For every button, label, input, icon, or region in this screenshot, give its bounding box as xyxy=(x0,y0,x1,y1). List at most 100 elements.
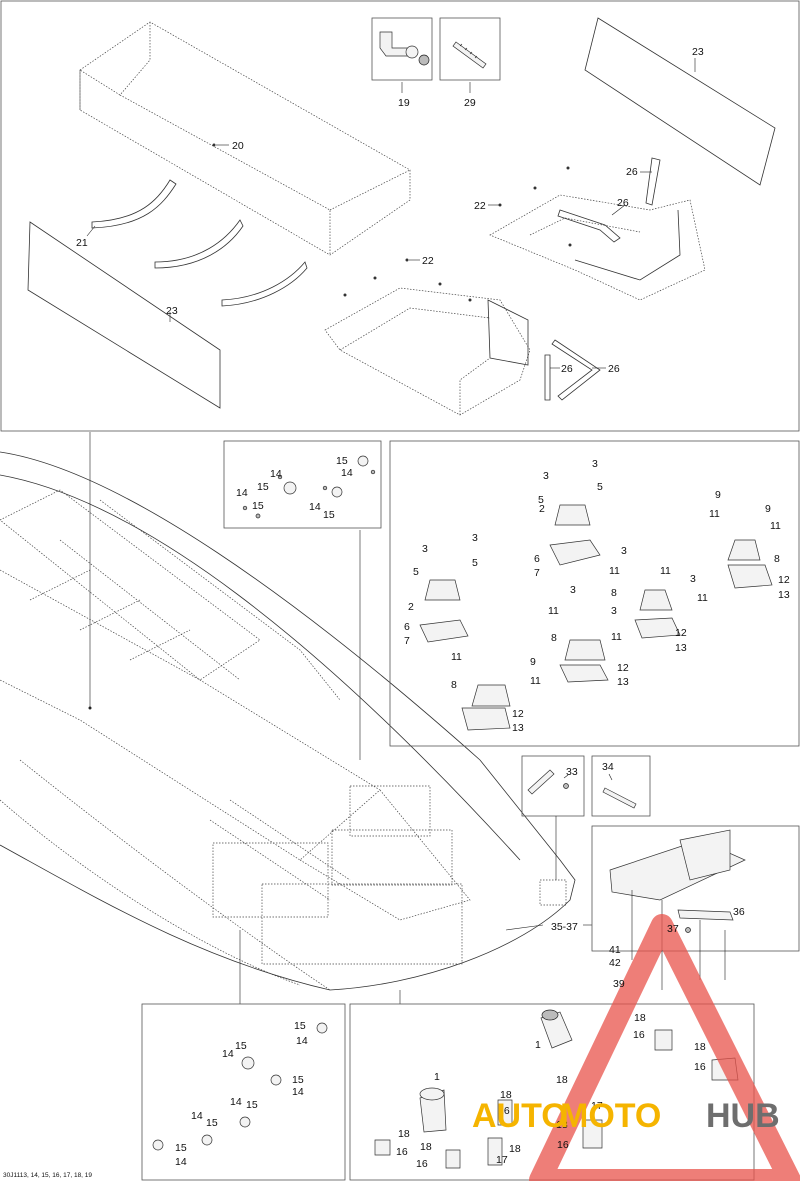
callout-18: 18 xyxy=(556,1119,568,1131)
callout-14: 14 xyxy=(270,468,282,480)
callout-11: 11 xyxy=(609,565,620,577)
strip-21a xyxy=(91,179,177,229)
elbow-fitting-icon xyxy=(379,31,430,66)
callout-15: 15 xyxy=(235,1040,247,1052)
inset-box-clamps-top xyxy=(223,440,382,529)
callout-18: 18 xyxy=(634,1012,646,1024)
tank-assembly-drawing xyxy=(79,21,411,256)
callout-42: 42 xyxy=(609,957,621,969)
callout-11: 11 xyxy=(770,520,781,532)
fastener-markers xyxy=(212,143,572,302)
callout-21: 21 xyxy=(76,237,88,249)
inset-box-bracket xyxy=(591,825,800,952)
hull-inset-d xyxy=(261,883,463,965)
callout-23: 23 xyxy=(692,46,704,58)
callout-3: 3 xyxy=(422,543,428,555)
callout-12: 12 xyxy=(512,708,524,720)
foam-sheet-23-right xyxy=(584,17,776,186)
callout-34: 34 xyxy=(602,761,614,773)
callout-14: 14 xyxy=(191,1110,203,1122)
callout-18: 18 xyxy=(509,1143,521,1155)
callout-6: 6 xyxy=(534,553,540,565)
callout-15: 15 xyxy=(246,1099,258,1111)
callout-5: 5 xyxy=(472,557,478,569)
callout-26: 26 xyxy=(561,363,573,375)
hull-inset-b xyxy=(331,829,453,886)
callout-1: 1 xyxy=(434,1071,440,1083)
inset-box-engine-mounts xyxy=(389,440,800,747)
callout-11: 11 xyxy=(709,508,720,520)
inset-box-29 xyxy=(439,17,501,81)
callout-3: 3 xyxy=(592,458,598,470)
compartment-lower xyxy=(324,287,531,416)
compartment-upper xyxy=(489,194,706,301)
callout-11: 11 xyxy=(611,631,622,643)
callout-15: 15 xyxy=(252,500,264,512)
callout-37: 37 xyxy=(667,923,679,935)
bracket-33-icon xyxy=(527,769,569,795)
callout-15: 15 xyxy=(323,509,335,521)
callout-17: 17 xyxy=(496,1154,508,1166)
callout-3: 3 xyxy=(611,605,617,617)
callout-8: 8 xyxy=(774,553,780,565)
rod-34-icon xyxy=(602,787,637,809)
callout-23: 23 xyxy=(166,305,178,317)
strip-21c xyxy=(221,261,308,307)
callout-13: 13 xyxy=(778,589,790,601)
callout-3: 3 xyxy=(621,545,627,557)
callout-14: 14 xyxy=(296,1035,308,1047)
callout-5: 5 xyxy=(413,566,419,578)
callout-13: 13 xyxy=(675,642,687,654)
callout-11: 11 xyxy=(660,565,671,577)
callout-39: 39 xyxy=(613,978,625,990)
callout-12: 12 xyxy=(675,627,687,639)
callout-1: 1 xyxy=(535,1039,541,1051)
callout-16: 16 xyxy=(694,1061,706,1073)
callout-13: 13 xyxy=(512,722,524,734)
callout-15: 15 xyxy=(257,481,269,493)
callout-26: 26 xyxy=(626,166,638,178)
callout-2: 2 xyxy=(408,601,414,613)
callout-18: 18 xyxy=(398,1128,410,1140)
callout-22: 22 xyxy=(422,255,434,267)
callout-16: 16 xyxy=(557,1139,569,1151)
automotohub-watermark xyxy=(529,914,800,1181)
callout-8: 8 xyxy=(611,587,617,599)
strip-21b xyxy=(154,219,244,269)
callout-7: 7 xyxy=(404,635,410,647)
callout-16: 16 xyxy=(396,1146,408,1158)
callout-20: 20 xyxy=(232,140,244,152)
callout-15: 15 xyxy=(206,1117,218,1129)
callout-16: 16 xyxy=(416,1158,428,1170)
callout-18: 18 xyxy=(500,1089,512,1101)
callout-14: 14 xyxy=(341,467,353,479)
callout-41: 41 xyxy=(609,944,621,956)
boat-hull-drawing xyxy=(0,451,576,991)
callout-15: 15 xyxy=(175,1142,187,1154)
foam-sheet-23-left xyxy=(27,221,221,409)
callout-15: 15 xyxy=(336,455,348,467)
callout-13: 13 xyxy=(617,676,629,688)
callout-18: 18 xyxy=(694,1041,706,1053)
callout-18: 18 xyxy=(556,1074,568,1086)
callout-14: 14 xyxy=(236,487,248,499)
inset-box-34 xyxy=(591,755,651,817)
gasket-strips-26 xyxy=(544,157,661,401)
clamp-icons-top xyxy=(242,455,376,519)
callout-14: 14 xyxy=(292,1086,304,1098)
inset-box-33 xyxy=(521,755,585,817)
callout-6: 6 xyxy=(404,621,410,633)
callout-14: 14 xyxy=(175,1156,187,1168)
watermark-wordmark: AUTO MOTO HUB xyxy=(472,1097,780,1135)
callout-14: 14 xyxy=(230,1096,242,1108)
callout-7: 7 xyxy=(534,567,540,579)
hull-inset-c xyxy=(212,842,329,918)
callout-16: 16 xyxy=(498,1105,510,1117)
callout-2: 2 xyxy=(539,503,545,515)
callout-3: 3 xyxy=(690,573,696,585)
callout-18: 18 xyxy=(420,1141,432,1153)
watermark-hub: HUB xyxy=(706,1097,780,1135)
screw-rod-icon xyxy=(452,41,487,69)
callout-11: 11 xyxy=(697,592,708,604)
callout-26: 26 xyxy=(617,197,629,209)
